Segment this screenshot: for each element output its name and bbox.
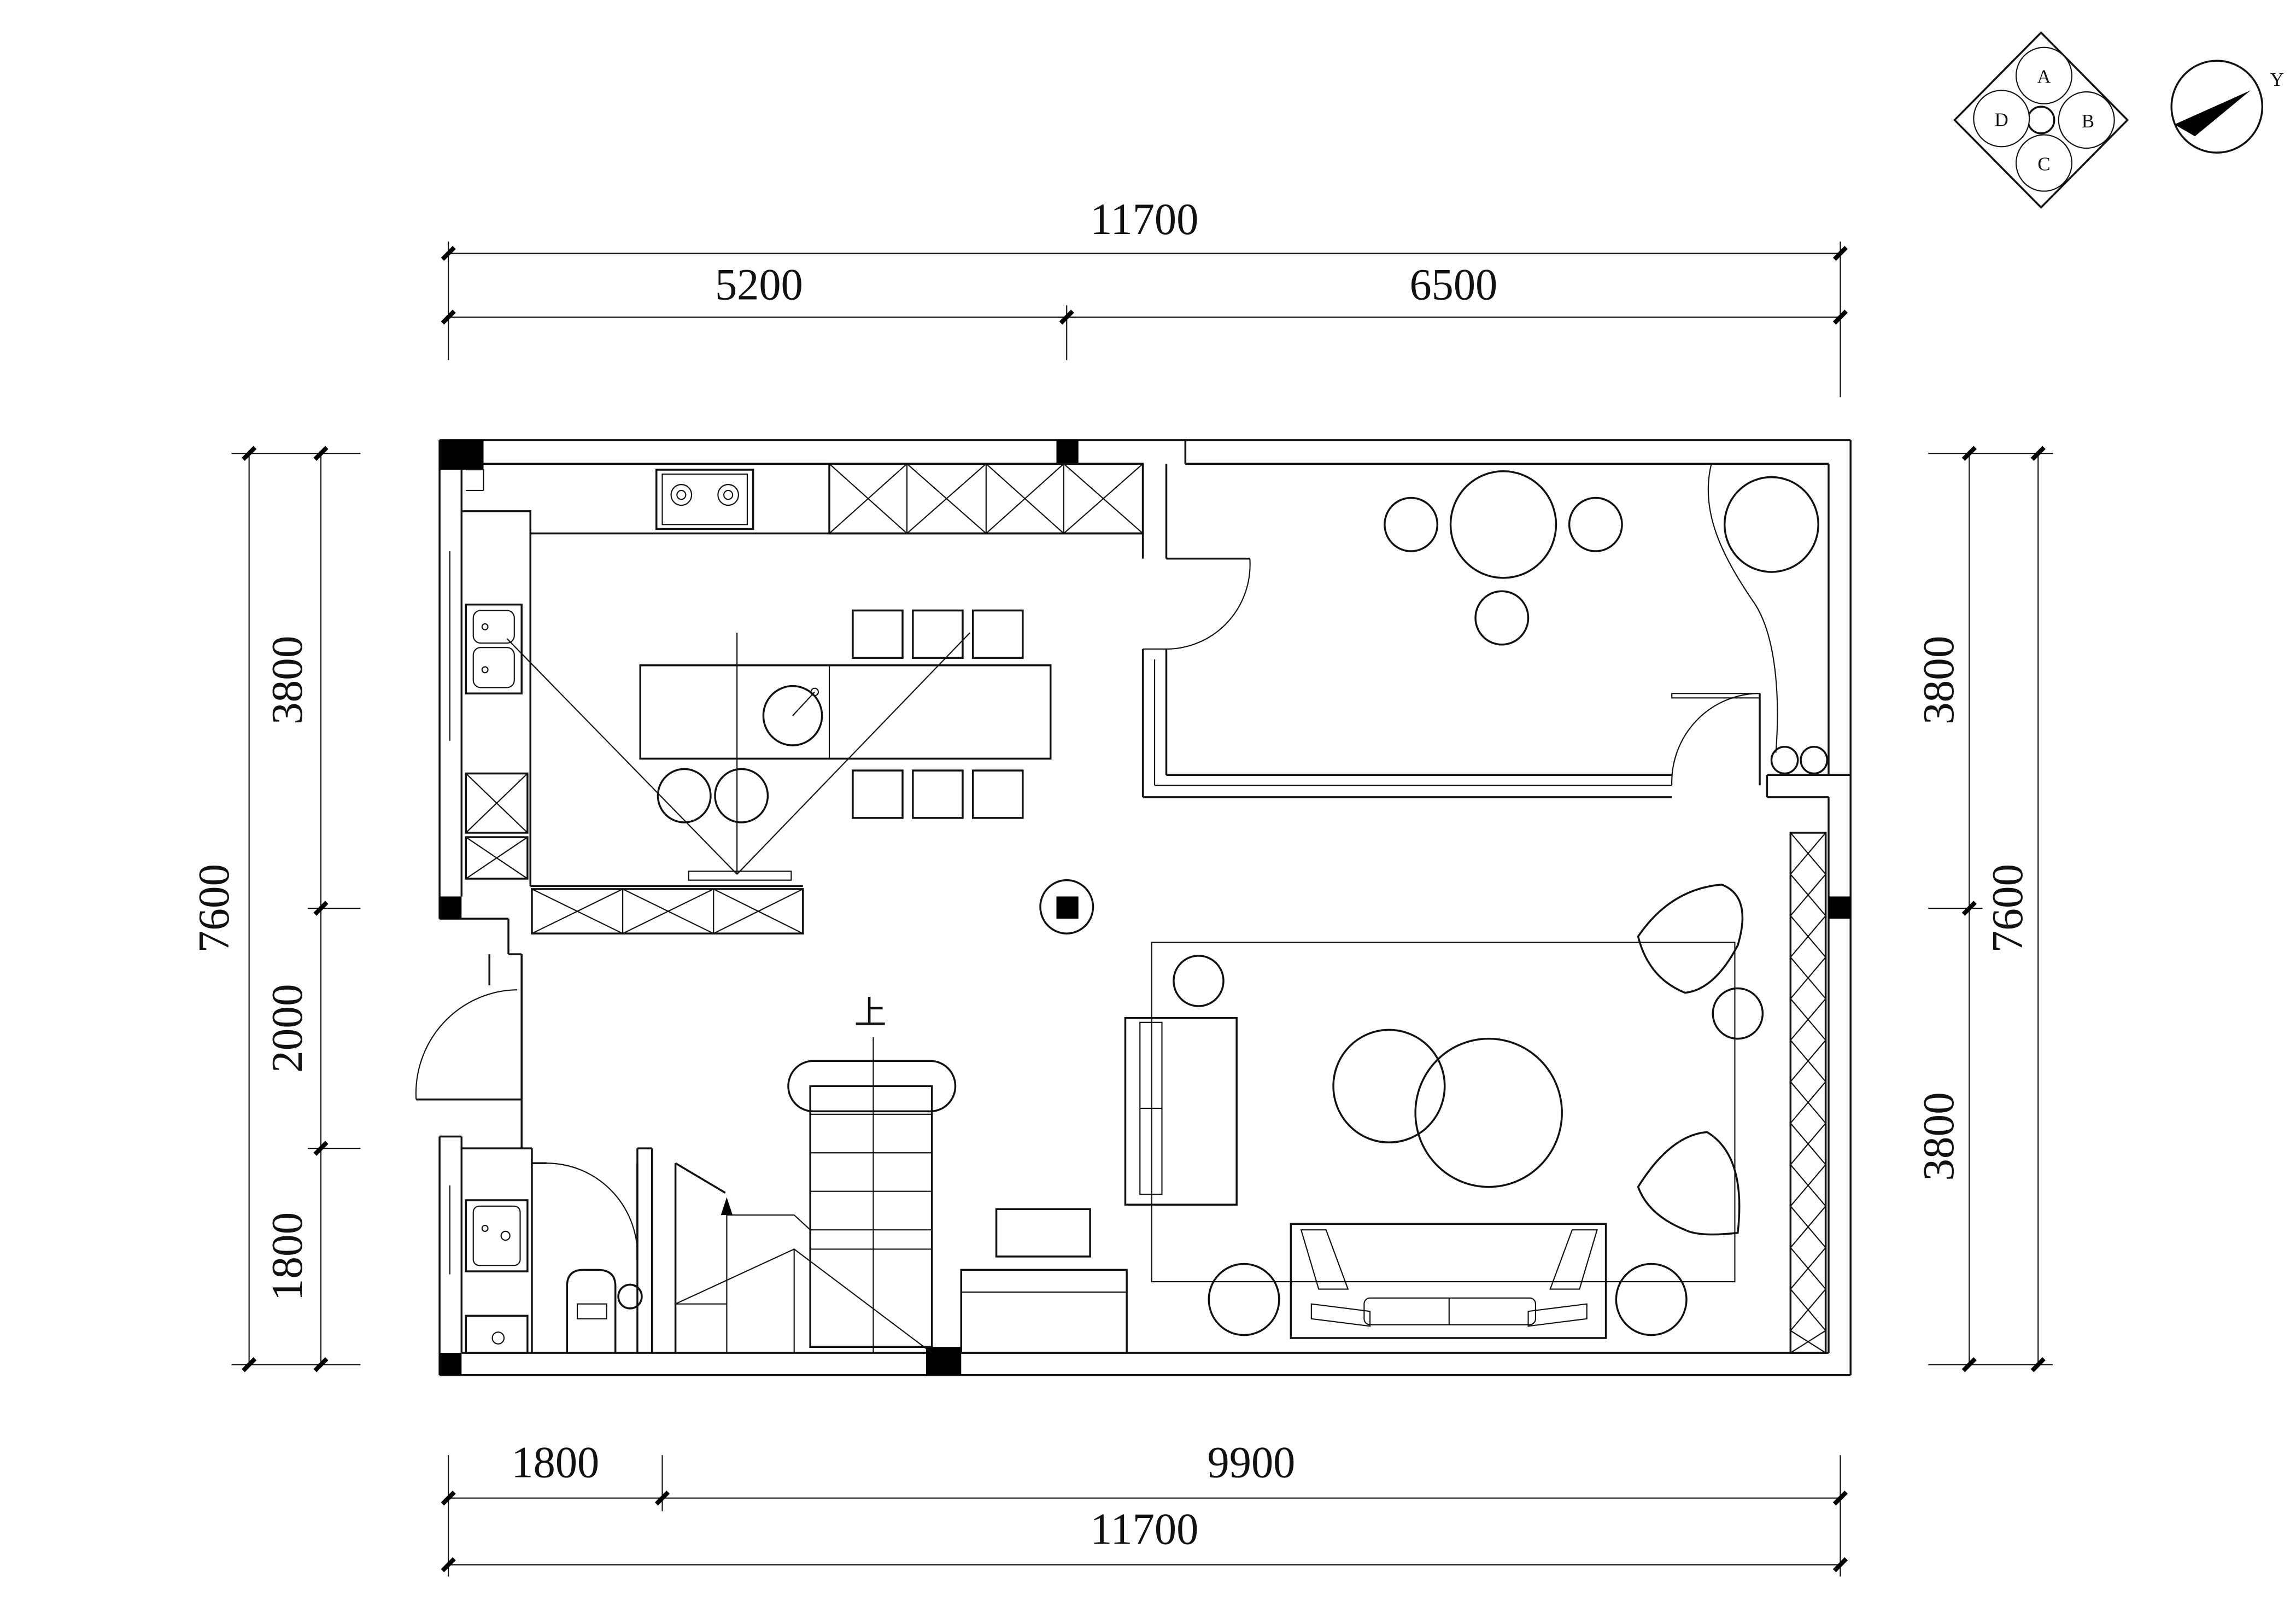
bottom-dimension-chain: 1800 9900 11700 (441, 1438, 1848, 1577)
staircase: 上 (675, 995, 957, 1353)
north-arrow-icon: Y (2170, 60, 2284, 154)
dim-bottom-right: 9900 (1208, 1438, 1296, 1487)
left-dimension-chain: 7600 3800 2000 1800 (190, 446, 361, 1372)
index-label-d: D (1995, 109, 2008, 130)
tea-room (1384, 463, 1829, 775)
dim-top-left: 5200 (715, 260, 803, 309)
dim-left-lower: 1800 (263, 1212, 312, 1301)
dim-top-total: 11700 (1090, 195, 1198, 244)
index-symbol: A B C D (1953, 31, 2129, 209)
doors (415, 557, 1761, 1260)
index-label-b: B (2082, 110, 2094, 132)
top-dimension-chain: 11700 5200 6500 (441, 195, 1848, 398)
dining-area (506, 609, 1052, 875)
columns (440, 440, 1851, 1375)
index-label-c: C (2037, 153, 2050, 174)
dim-left-middle: 2000 (263, 984, 312, 1073)
dim-bottom-left: 1800 (511, 1438, 599, 1487)
dim-left-upper: 3800 (263, 636, 312, 725)
stair-up-label: 上 (854, 995, 887, 1031)
walls (438, 439, 1852, 1376)
dim-left-total: 7600 (190, 864, 239, 953)
bathroom (465, 1199, 643, 1354)
dim-right-lower: 3800 (1914, 1092, 1963, 1181)
dim-right-total: 7600 (1983, 864, 2032, 953)
kitchen (461, 463, 1144, 934)
dim-bottom-total: 11700 (1090, 1505, 1198, 1553)
dim-top-right: 6500 (1409, 260, 1497, 309)
north-arrow-label: Y (2270, 69, 2284, 90)
index-label-a: A (2037, 66, 2051, 87)
right-dimension-chain: 3800 3800 7600 (1914, 446, 2053, 1372)
living-room (960, 832, 1827, 1354)
dim-right-upper: 3800 (1914, 636, 1963, 725)
